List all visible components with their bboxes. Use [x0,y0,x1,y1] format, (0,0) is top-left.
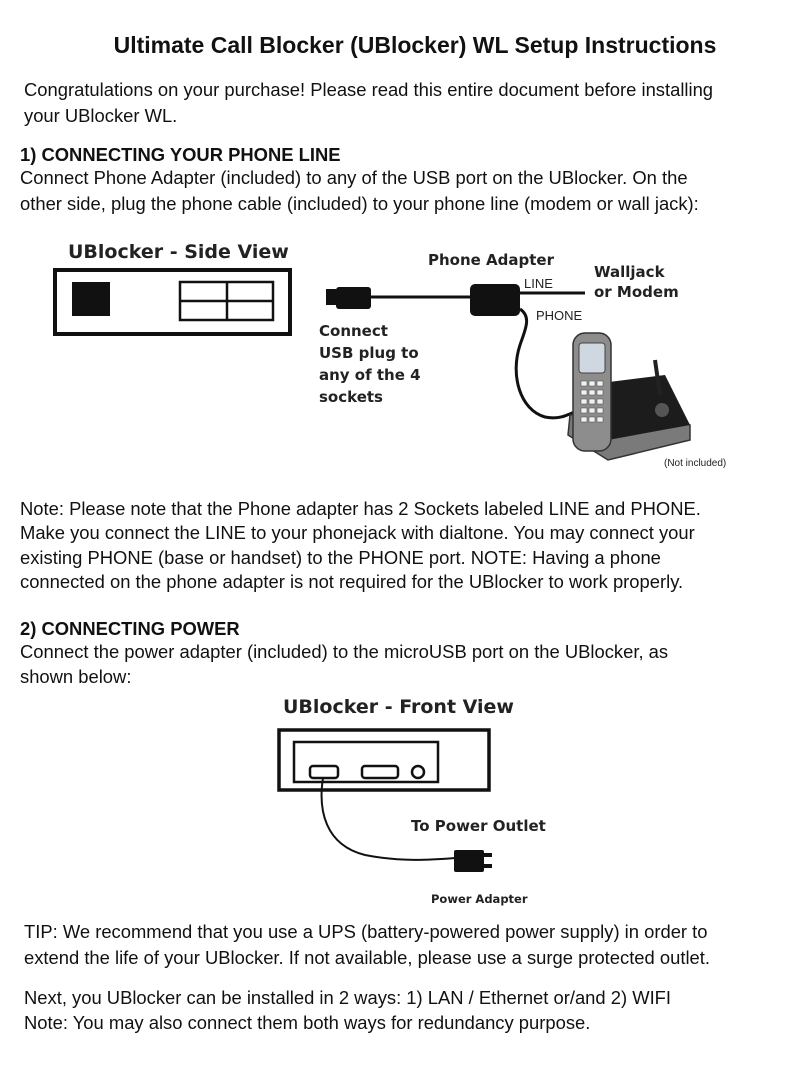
page-title: Ultimate Call Blocker (UBlocker) WL Setu… [113,32,717,58]
connect-usb-2: USB plug to [319,344,419,362]
tip-paragraph: TIP: We recommend that you use a UPS (ba… [24,919,710,971]
next-paragraph: Next, you UBlocker can be installed in 2… [24,985,671,1035]
section1-text-line-1: Connect Phone Adapter (included) to any … [20,167,688,188]
intro-line-1: Congratulations on your purchase! Please… [24,79,714,100]
note-line-2: Make you connect the LINE to your phonej… [20,522,695,544]
intro-line-2: your UBlocker WL. [24,105,178,126]
connect-usb-3: any of the 4 [319,366,421,384]
walljack-label-1: Walljack [594,263,666,281]
section1-note: Note: Please note that the Phone adapter… [20,497,701,594]
ublocker-front-box [277,728,491,792]
not-included-label: (Not included) [664,458,726,469]
section2-heading: 2) CONNECTING POWER [20,618,240,639]
phone-adapter-icon [470,284,520,316]
to-power-outlet-label: To Power Outlet [411,817,546,835]
side-port-square [72,282,110,316]
connect-usb-4: sockets [319,388,383,406]
line-label: LINE [524,276,553,291]
front-view-title: UBlocker - Front View [283,696,514,718]
phone-adapter-label: Phone Adapter [428,251,555,269]
power-adapter-label: Power Adapter [431,892,528,906]
section2-text: Connect the power adapter (included) to … [20,639,668,689]
section2-text-line-1: Connect the power adapter (included) to … [20,641,669,662]
section1-text: Connect Phone Adapter (included) to any … [20,165,699,217]
next-line-2: Note: You may also connect them both way… [24,1012,591,1033]
connect-usb-1: Connect [319,322,388,340]
usb-plug-icon [336,287,371,309]
section2-text-line-2: shown below: [20,666,132,687]
walljack-label-2: or Modem [594,283,679,301]
front-panel [292,740,440,784]
phone-port-label: PHONE [536,308,583,323]
phone-cable [514,307,586,420]
tip-line-1: TIP: We recommend that you use a UPS (ba… [24,921,708,942]
next-line-1: Next, you UBlocker can be installed in 2… [24,987,672,1008]
usb-plug-tip [326,289,336,305]
ublocker-side-box [53,268,292,336]
power-diagram: UBlocker - Front View To Power Outlet Po… [277,696,546,906]
note-line-3: existing PHONE (base or handset) to the … [20,546,661,568]
power-adapter-icon [454,850,484,872]
usb-port [360,764,400,780]
note-line-4: connected on the phone adapter is not re… [20,570,684,592]
led-indicator [410,764,426,780]
intro-paragraph: Congratulations on your purchase! Please… [24,77,713,129]
phone-line-diagram: UBlocker - Side View Phone Adapter LINE … [53,241,726,469]
power-cable [320,777,456,861]
side-view-title: UBlocker - Side View [68,241,289,263]
section1-heading: 1) CONNECTING YOUR PHONE LINE [20,144,341,165]
note-line-1: Note: Please note that the Phone adapter… [20,498,701,519]
microusb-port [308,764,340,780]
cordless-phone-icon [567,332,691,461]
tip-line-2: extend the life of your UBlocker. If not… [24,947,710,968]
section1-text-line-2: other side, plug the phone cable (includ… [20,193,699,214]
